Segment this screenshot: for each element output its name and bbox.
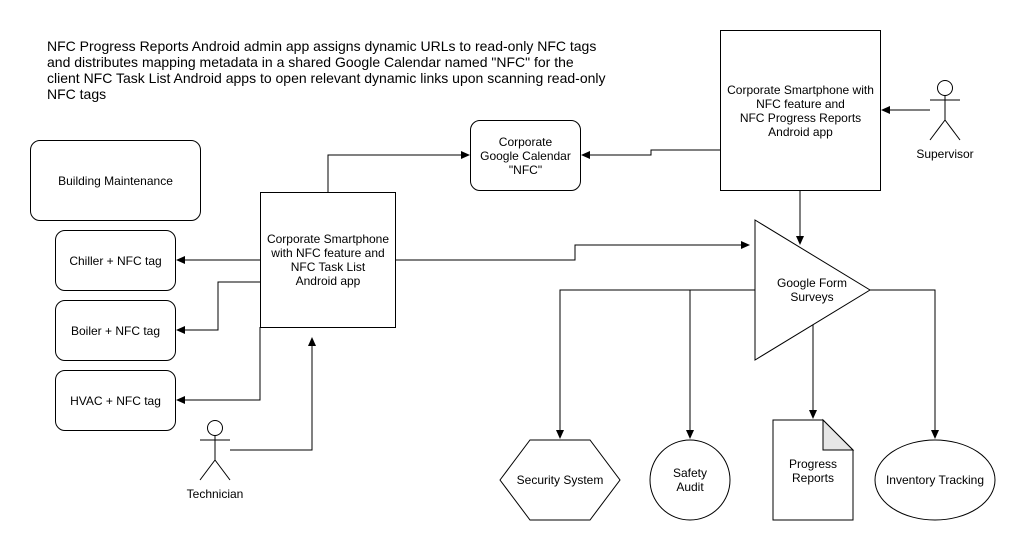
node-hvac: HVAC + NFC tag (55, 370, 176, 431)
node-calendar: Corporate Google Calendar "NFC" (470, 120, 581, 191)
node-chiller: Chiller + NFC tag (55, 230, 176, 291)
technician-figure (199, 420, 231, 481)
edge-technician-phone (230, 337, 316, 451)
node-task-list-phone: Corporate Smartphone with NFC feature an… (260, 192, 396, 328)
progress-reports-fold (822, 418, 855, 451)
node-safety-audit-label: Safety Audit (672, 466, 708, 494)
node-google-forms-label: Google Form Surveys (776, 276, 848, 304)
supervisor-figure (929, 80, 961, 141)
edge-phone-boiler (176, 281, 260, 334)
security-system-shape (499, 439, 621, 521)
diagram-description: NFC Progress Reports Android admin app a… (47, 38, 606, 102)
node-building-maintenance: Building Maintenance (30, 140, 201, 221)
actor-technician-label: Technician (186, 487, 244, 501)
edge-phone-forms (395, 241, 750, 261)
node-boiler: Boiler + NFC tag (55, 300, 176, 361)
node-inventory-tracking-label: Inventory Tracking (885, 473, 985, 487)
edge-forms-inventory (870, 289, 939, 439)
edge-phone-hvac (176, 327, 261, 404)
node-security-system-label: Security System (516, 473, 604, 487)
actor-supervisor-label: Supervisor (916, 147, 974, 161)
node-progress-phone: Corporate Smartphone with NFC feature an… (720, 30, 881, 191)
edge-forms-security (556, 289, 755, 439)
inventory-tracking-shape (874, 439, 996, 521)
safety-audit-shape (649, 439, 731, 521)
edge-phone-calendar (327, 151, 470, 192)
edge-progress-calendar (581, 149, 720, 159)
node-progress-reports-label: Progress Reports (788, 457, 838, 485)
